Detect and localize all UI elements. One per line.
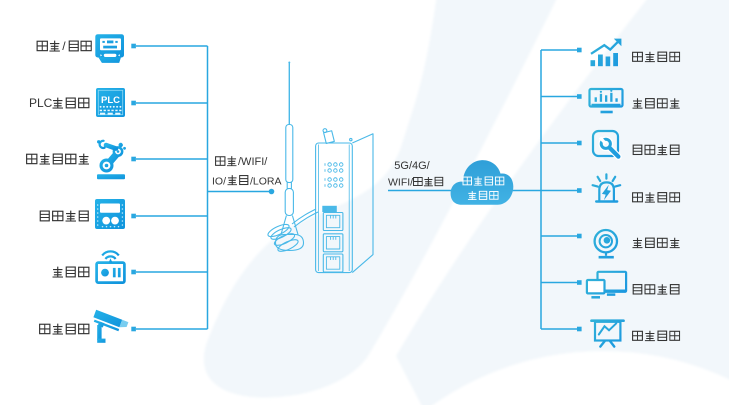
svg-text:/: / [62, 39, 66, 53]
svg-text:PLC: PLC [29, 96, 53, 110]
svg-text:IO/: IO/ [212, 176, 226, 188]
svg-text:/LORA: /LORA [250, 176, 282, 188]
svg-text:/WIFI/: /WIFI/ [238, 156, 268, 168]
svg-text:PLC: PLC [101, 95, 120, 106]
svg-text:5G/4G/: 5G/4G/ [394, 160, 430, 172]
svg-text:WIFI/: WIFI/ [388, 177, 413, 189]
